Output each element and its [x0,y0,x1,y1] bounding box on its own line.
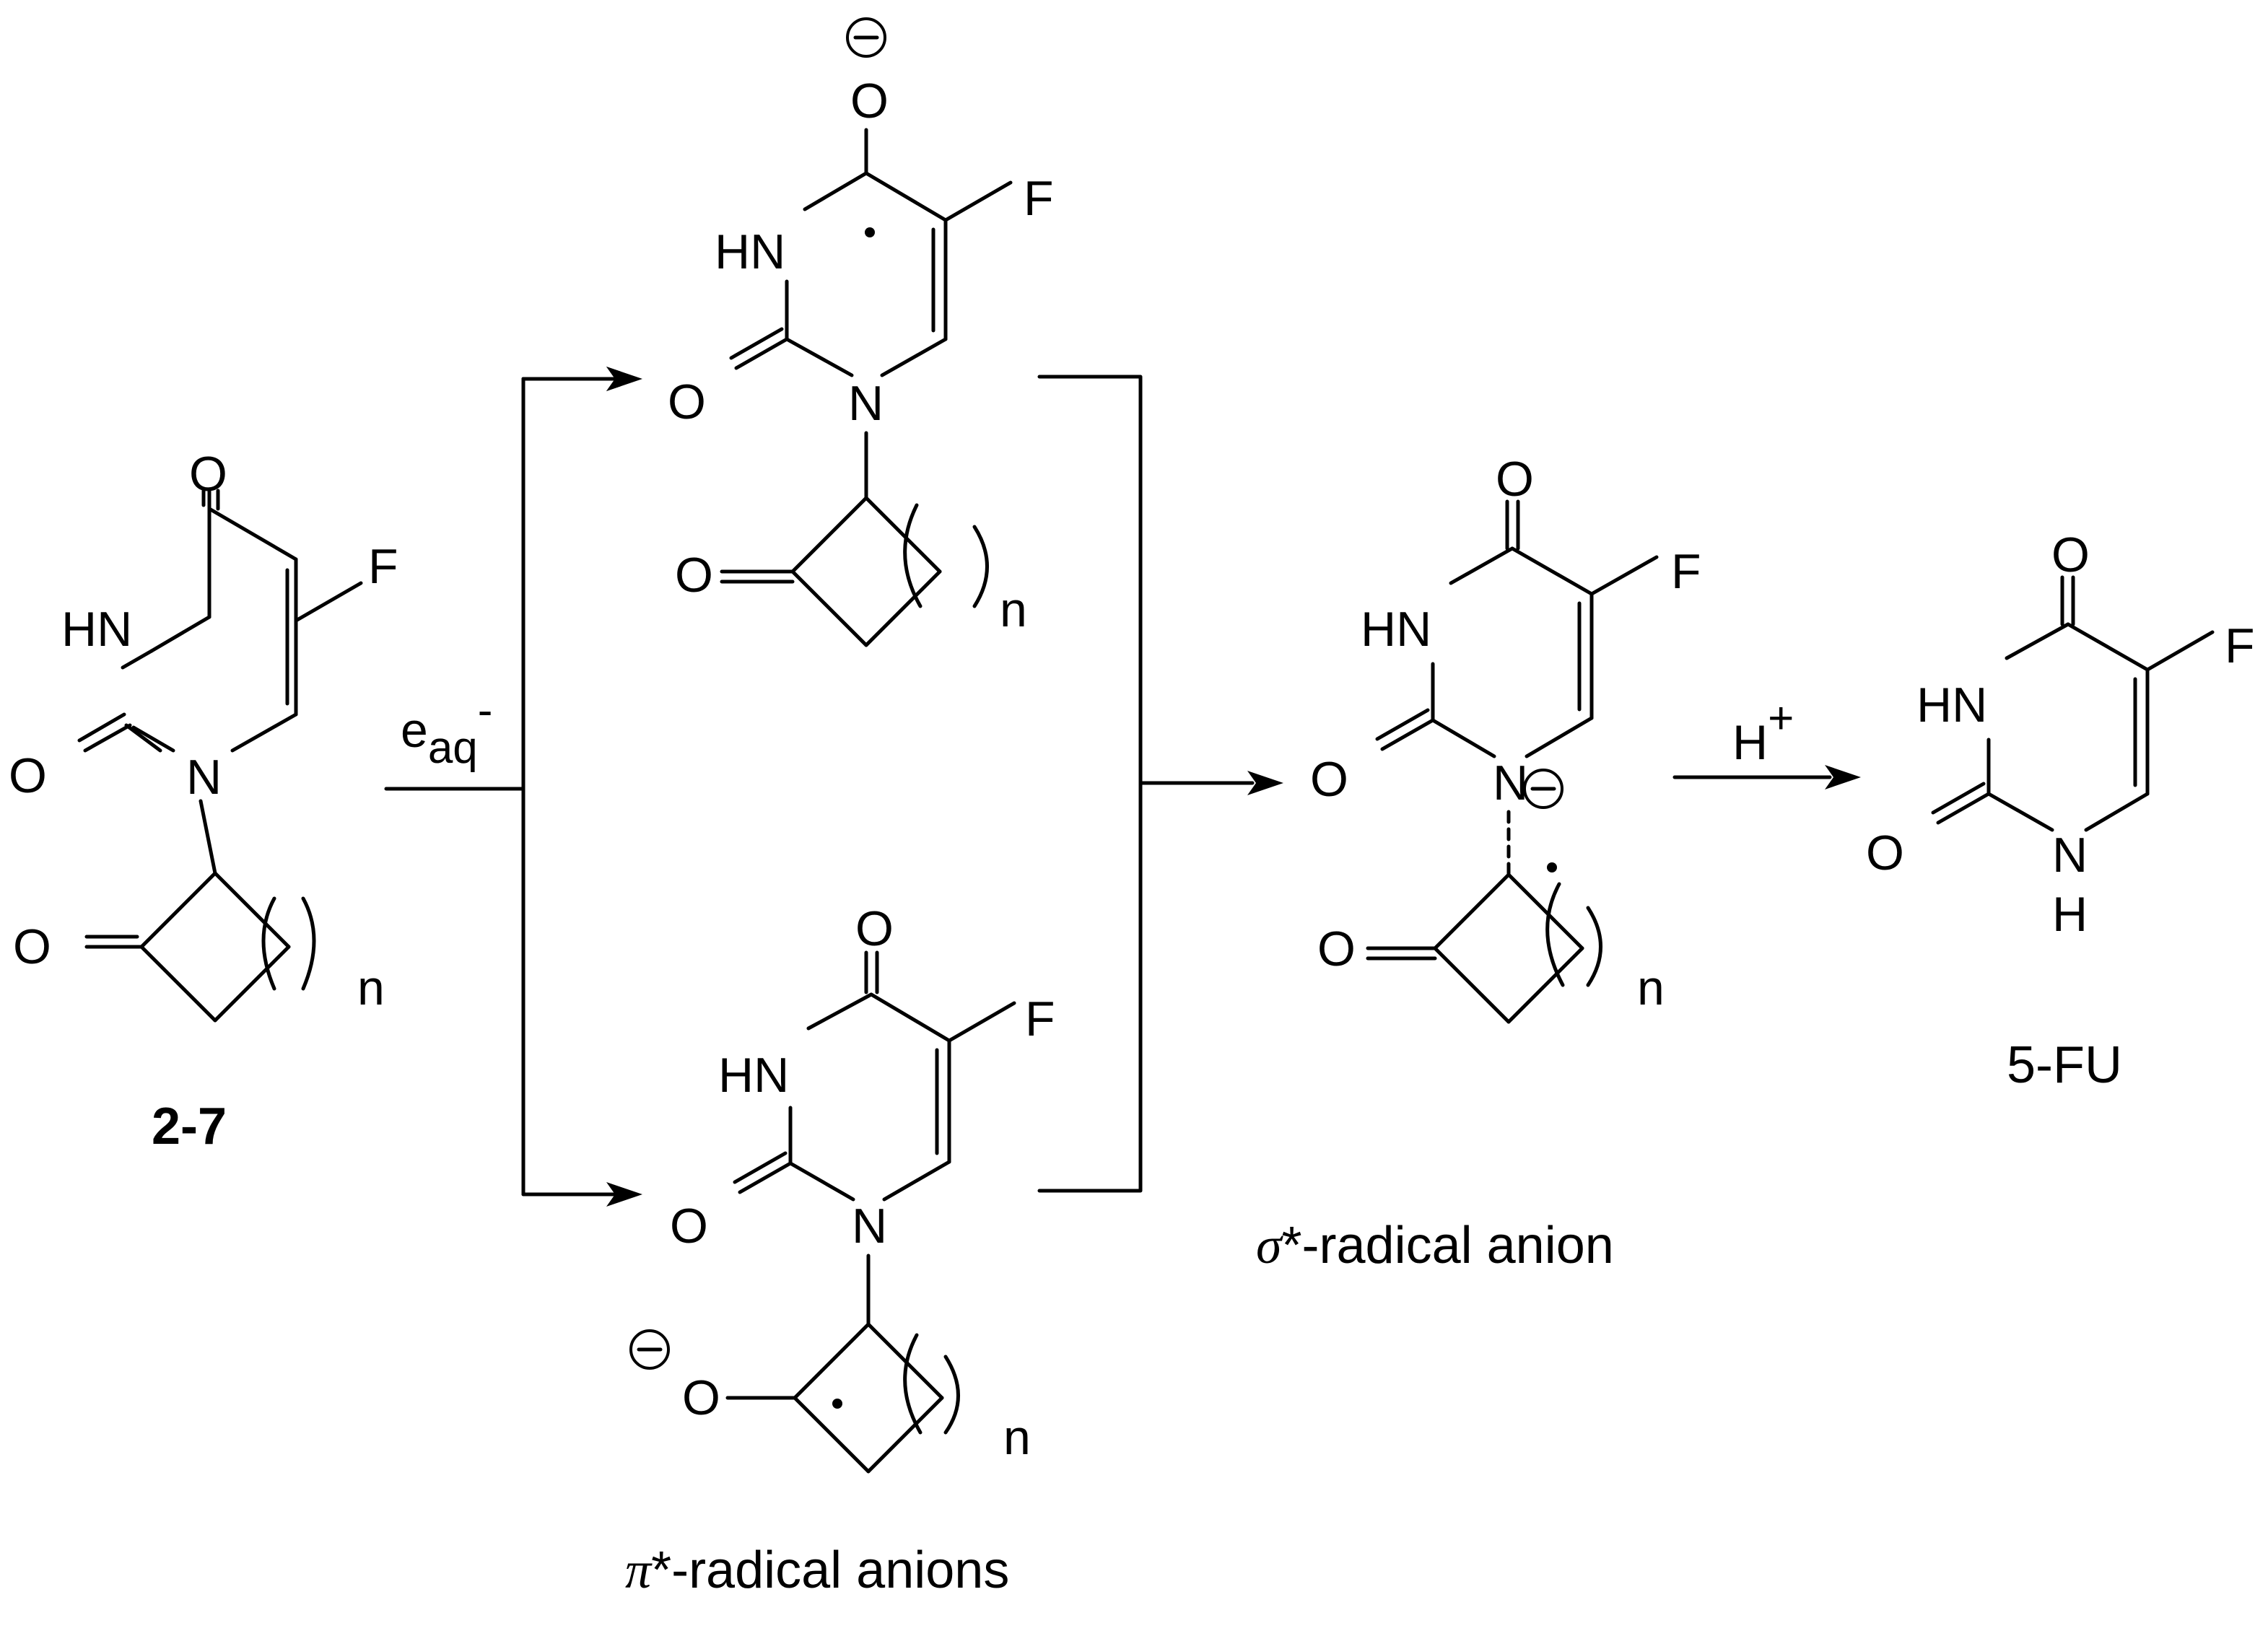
structure-sigma-radical [1366,499,1659,1024]
atom-o: O [855,901,894,956]
atom-o: O [1317,922,1356,976]
atom-f: F [368,539,398,594]
atom-f: F [1025,992,1055,1046]
atom-o: O [9,748,47,803]
arrow-electron-branch [384,367,642,1207]
atom-o: O [1866,826,1904,880]
atom-o: O [2051,528,2090,582]
label-pi-radical-anions: π*-radical anions [625,1541,1009,1599]
atom-n: N [1493,756,1528,810]
atom-o: O [670,1199,708,1254]
subscript-n: n [1637,961,1665,1015]
atom-hn: HN [61,602,132,657]
subscript-n: n [1003,1410,1031,1465]
arrowhead [606,1182,642,1207]
structure-start-material [77,489,363,1023]
atom-o: O [13,919,51,974]
atom-f: F [1671,544,1701,599]
reagent-proton: H+ [1732,694,1794,770]
subscript-n: n [1000,582,1027,637]
radical-dot [832,1399,842,1409]
arrowhead [606,367,642,391]
atom-hn: HN [718,1048,789,1103]
atom-n: N [186,750,222,805]
atom-o: O [1496,452,1534,507]
arrow-protonation [1672,765,1861,789]
structure-5fu [1931,575,2215,832]
subscript-n: n [357,961,385,1015]
atom-hn: HN [715,224,785,279]
atom-n: N [852,1199,887,1254]
atom-f: F [1024,171,1054,226]
label-start-compound: 2-7 [152,1098,227,1155]
label-sigma-radical-anion: σ*-radical anion [1256,1217,1614,1274]
atom-f: F [2225,618,2255,673]
atom-o: O [668,375,706,429]
arrowhead [1247,771,1283,795]
atom-o: O [682,1370,720,1425]
atom-h: H [2052,887,2088,942]
atom-o: O [675,548,713,603]
bracket-pi-radicals [1037,375,1283,1193]
atom-hn: HN [1916,678,1987,732]
arrow-branch-top [521,367,642,791]
atom-o: O [189,447,227,502]
atom-o: O [850,74,889,128]
atom-hn: HN [1361,602,1431,657]
arrowhead [1825,765,1861,789]
radical-dot [865,227,875,237]
structure-pi-radical-upper-clean [720,128,1013,647]
atom-n: N [848,376,884,431]
label-product: 5-FU [2007,1036,2122,1094]
atom-n: N [2052,828,2088,883]
structure-pi-radical-lower [725,950,1016,1474]
atom-o: O [1310,752,1348,807]
reagent-electron: eaq- [401,686,492,773]
radical-dot [1547,862,1557,872]
